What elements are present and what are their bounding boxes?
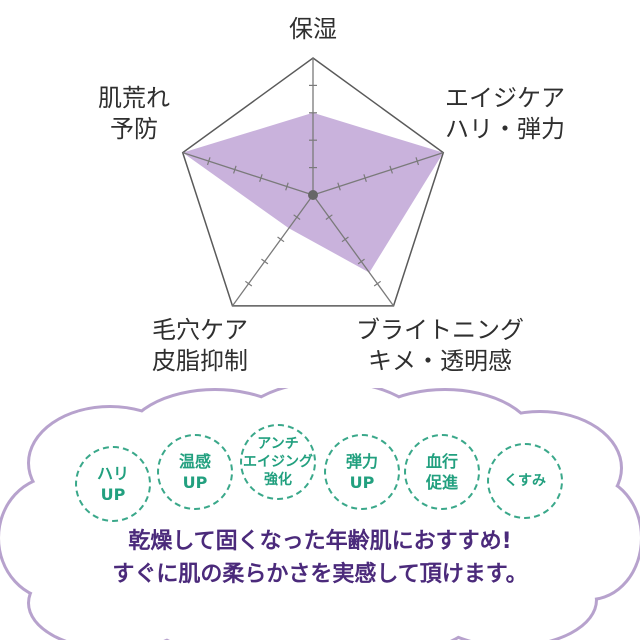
axis-tick	[363, 174, 367, 183]
axis-label-line: 肌荒れ	[98, 84, 170, 112]
axis-tick	[293, 214, 301, 221]
axis-tick	[206, 157, 211, 166]
axis-tick	[259, 174, 263, 183]
axis-tick	[325, 214, 333, 221]
axis-label-line: 予防	[110, 115, 158, 143]
axis-tick	[337, 182, 341, 191]
axis-tick	[357, 258, 365, 265]
axis-tick	[277, 236, 285, 243]
axis-tick	[244, 280, 253, 287]
axis-tick	[261, 258, 269, 265]
axis-line	[231, 194, 314, 307]
axis-label-aging-care: エイジケア ハリ・弾力	[420, 83, 590, 145]
axis-label-rough-skin: 肌荒れ 予防	[74, 83, 194, 145]
cloud-panel	[0, 388, 640, 640]
axis-line	[182, 152, 314, 196]
axis-label-line: ブライトニング	[356, 316, 524, 344]
axis-label-line: キメ・透明感	[368, 347, 512, 375]
radar-chart	[181, 57, 445, 307]
axis-line	[312, 194, 395, 307]
axis-tick	[233, 165, 237, 174]
axis-tick	[285, 182, 289, 191]
axis-tick	[373, 280, 382, 287]
axis-tick	[415, 157, 420, 166]
center-dot	[308, 190, 318, 200]
axis-label-line: エイジケア	[445, 84, 565, 112]
axis-tick	[341, 236, 349, 243]
cloud-fill	[145, 573, 335, 640]
axis-line	[312, 152, 444, 196]
axis-label-line: 毛穴ケア	[152, 316, 248, 344]
outer-pentagon	[181, 57, 445, 307]
axis-label-line: 保湿	[289, 15, 337, 43]
cloud-fill	[425, 555, 595, 640]
axis-label-brightening: ブライトニング キメ・透明感	[330, 315, 550, 377]
axis-label-moisture: 保湿	[268, 14, 358, 45]
axis-tick	[389, 165, 393, 174]
axis-label-pore-care: 毛穴ケア 皮脂抑制	[130, 315, 270, 377]
axis-label-line: ハリ・弾力	[445, 115, 565, 143]
axis-label-line: 皮脂抑制	[152, 347, 248, 375]
